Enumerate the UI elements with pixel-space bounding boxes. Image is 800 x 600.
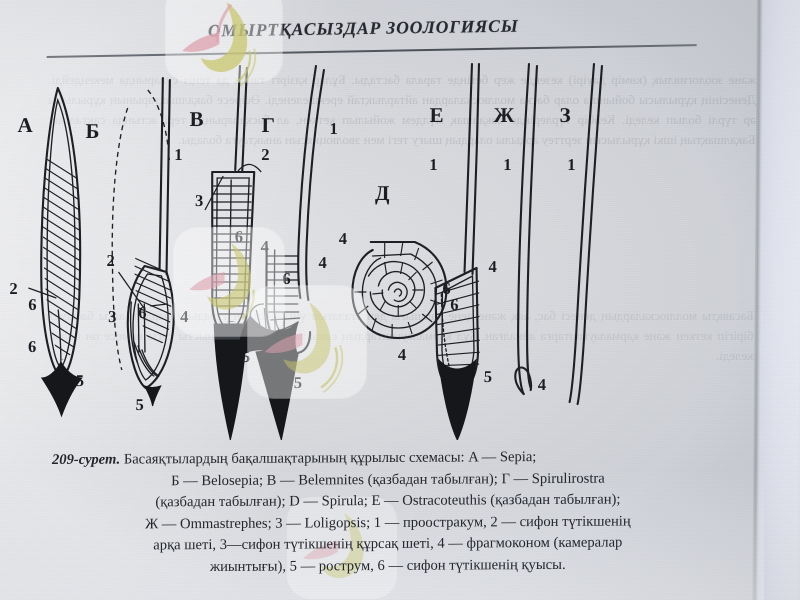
page-title: ОМЫРТҚАСЫЗДАР ЗООЛОГИЯСЫ [207,15,519,41]
callout-g-5: 5 [294,373,302,392]
callout-d-4a: 4 [339,229,347,248]
figure-letter-D: Д [375,181,390,205]
callout-b-3: 3 [108,307,116,326]
caption-line-6: жиынтығы), 5 — рострум, 6 — сифон түтікш… [209,556,566,575]
callout-zh-4: 4 [538,375,546,394]
figure-part-ZH: Ж 1 4 [494,62,546,396]
figure-letter-B: Б [85,119,99,143]
figure-caption: 209-сурет. Басаяқтылардың бақалшақтарыны… [52,446,724,579]
callout-b-6: 6 [138,303,146,322]
callout-b-1: 1 [174,145,182,164]
callout-v-4: 4 [261,237,269,256]
figure-209-illustration: .ink{fill:none;stroke:#1d1f24;stroke-wid… [0,60,764,440]
callout-a-6-upper: 6 [28,295,36,314]
figure-part-D: Д 4 6 4 [339,181,451,364]
callout-e-4: 4 [488,257,496,276]
callout-b-2: 2 [107,251,115,270]
callout-a-6-lower: 6 [28,337,36,356]
figure-part-Z: З 1 [560,62,604,406]
callout-b-4: 4 [180,307,188,326]
callout-v-6: 6 [235,227,243,246]
header-rule [46,44,697,58]
caption-line-4: Ж — Ommastrephes; 3 — Loligopsis; 1 — пр… [145,512,631,532]
figure-letter-G: Г [261,113,275,137]
callout-g-4: 4 [319,253,327,272]
callout-v-3: 3 [195,191,203,210]
callout-b-5: 5 [136,395,144,414]
caption-figure-number: 209-сурет. [51,451,121,468]
callout-g-1: 1 [329,119,337,138]
figure-letter-Z: З [560,103,571,127]
figure-part-E: Е 1 4 6 5 [429,62,497,440]
callout-g-6: 6 [282,269,290,288]
figure-letter-E: Е [430,103,444,127]
figure-letter-V: В [190,107,204,131]
callout-v-5: 5 [242,347,250,366]
callout-a-2: 2 [9,279,17,298]
figure-part-B: Б 1 2 3 6 4 5 [85,76,189,414]
figure-part-V: В 3 2 6 4 5 [190,64,270,440]
callout-d-4b: 4 [398,345,406,364]
figure-part-A: А 2 6 6 6 5 [9,86,84,418]
figure-part-G: Г 1 6 4 5 [238,64,338,440]
caption-line-1-text: Басаяқтылардың бақалшақтарының құрылыс с… [120,449,537,468]
callout-a-5: 5 [76,371,84,390]
callout-v-2: 2 [261,145,269,164]
figure-letter-ZH: Ж [494,103,515,127]
callout-e-6: 6 [450,295,458,314]
callout-z-1: 1 [567,155,575,174]
callout-d-6: 6 [442,279,450,298]
figure-letter-A: А [17,113,33,137]
callout-e-5: 5 [484,367,492,386]
page-header: ОМЫРТҚАСЫЗДАР ЗООЛОГИЯСЫ [0,15,764,62]
callout-zh-1: 1 [503,155,511,174]
callout-e-1: 1 [429,155,437,174]
